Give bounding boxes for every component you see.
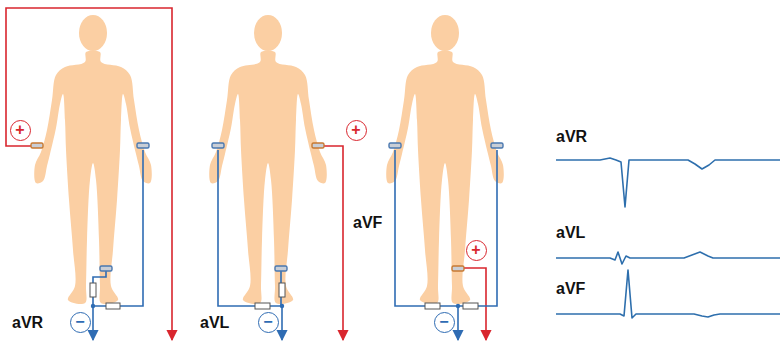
head: [254, 15, 282, 51]
negative-lead-wire: [92, 306, 94, 340]
electrode: [389, 143, 401, 148]
negative-lead-wire: [458, 150, 497, 306]
pole-sign: +: [351, 122, 360, 138]
body-outline: [209, 50, 327, 304]
lead-name: aVF: [353, 214, 382, 232]
positive-lead-wire: [324, 146, 343, 340]
electrode: [212, 143, 224, 148]
electrode: [275, 266, 287, 271]
ecg-trace: [556, 158, 780, 207]
negative-pole: −: [70, 312, 91, 333]
junction-dot: [91, 304, 95, 308]
positive-lead-wire: [464, 268, 486, 340]
trace-label: aVL: [556, 224, 585, 242]
electrode: [137, 143, 149, 148]
head: [431, 15, 459, 51]
pole-sign: −: [439, 314, 448, 330]
negative-pole: −: [258, 312, 279, 333]
positive-lead-wire: [6, 8, 172, 340]
trace-label: aVR: [556, 128, 587, 146]
positive-pole: +: [466, 240, 487, 261]
negative-lead-wire: [218, 150, 282, 306]
electrode: [100, 266, 112, 271]
electrode: [452, 266, 464, 271]
resistor-symbol: [106, 303, 120, 309]
negative-pole: −: [434, 312, 455, 333]
body-outline: [386, 50, 504, 304]
head: [79, 15, 107, 51]
lead-name: aVL: [200, 314, 229, 332]
trace-label: aVF: [556, 280, 585, 298]
pole-sign: +: [15, 122, 24, 138]
junction-dot: [280, 304, 284, 308]
pole-sign: −: [263, 314, 272, 330]
body-outline: [34, 50, 152, 304]
negative-lead-wire: [457, 306, 459, 340]
resistor-symbol: [463, 303, 478, 309]
body-silhouette: [209, 15, 327, 304]
resistor-symbol: [279, 283, 285, 297]
junction-dot: [456, 304, 460, 308]
ecg-trace: [556, 252, 780, 264]
positive-pole: +: [10, 120, 31, 141]
body-silhouette: [34, 15, 152, 304]
ecg-trace: [556, 270, 780, 318]
resistor-symbol: [90, 283, 96, 297]
body-silhouette: [386, 15, 504, 304]
positive-pole: +: [346, 120, 367, 141]
negative-lead-wire: [395, 150, 458, 306]
negative-lead-wire: [281, 306, 283, 340]
resistor-symbol: [255, 303, 270, 309]
electrode: [491, 143, 503, 148]
electrode: [312, 143, 324, 148]
negative-lead-wire: [93, 150, 143, 306]
lead-name: aVR: [12, 314, 43, 332]
resistor-symbol: [425, 303, 440, 309]
pole-sign: −: [75, 314, 84, 330]
pole-sign: +: [471, 242, 480, 258]
electrode: [31, 143, 43, 148]
